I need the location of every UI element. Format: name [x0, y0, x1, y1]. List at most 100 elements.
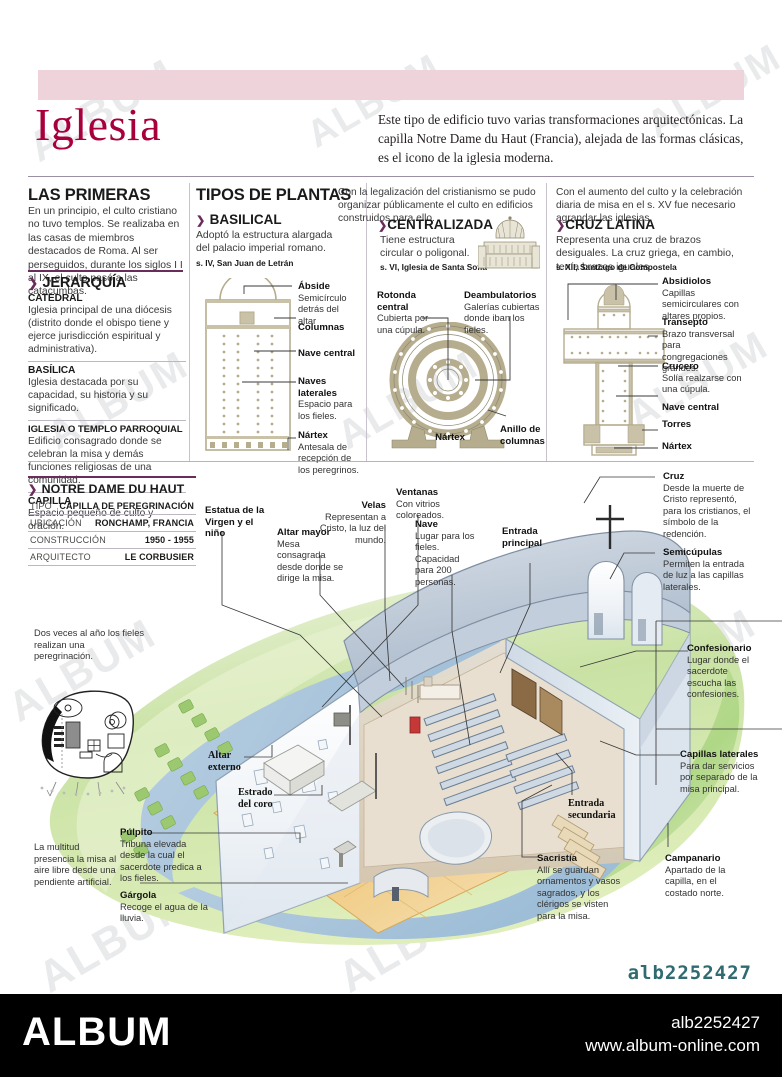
label-term: Nártex [435, 432, 465, 443]
illo-label-entrada-principal: Entrada principal [502, 526, 558, 549]
ndh-top-rule [28, 476, 196, 478]
label-def: Cubierta por una cúpula. [377, 313, 429, 335]
jerarquia-heading: JERARQUÍA [42, 275, 127, 291]
centralizada-title: CENTRALIZADA [387, 217, 493, 232]
illo-label-altar-mayor: Altar mayor Mesa consagrada desde donde … [277, 527, 347, 585]
jerarquia-list: CATEDRAL Iglesia principal de una dióces… [28, 293, 186, 533]
jerarquia-term: CAPILLA [28, 496, 72, 507]
page-title: Iglesia [35, 99, 162, 150]
note-text: La multitud presencia la misa al aire li… [34, 842, 117, 887]
illo-label-cruz: Cruz Desde la muerte de Cristo represent… [663, 471, 755, 541]
section-divider [28, 461, 754, 462]
footer-logo: ALBUM [22, 1010, 172, 1054]
ndh-value: RONCHAMP, FRANCIA [94, 518, 194, 528]
chapel-plan-thumbnail [40, 690, 134, 797]
jerarquia-item: BASÍLICA Iglesia destacada por su capaci… [28, 365, 186, 418]
label-term: Torres [662, 419, 692, 430]
basilical-caption: s. IV, San Juan de Letrán [196, 258, 294, 268]
label-term: Capillas laterales [680, 749, 759, 760]
footer-bar [0, 994, 782, 1077]
ndh-heading-row: ❯ NOTRE DAME DU HAUT [28, 480, 184, 498]
header-pink-band [38, 70, 744, 100]
jerarquia-term: IGLESIA O TEMPLO PARROQUIAL [28, 424, 183, 435]
label-def: Espacio para los fieles. [298, 399, 353, 421]
label-def: Tribuna elevada desde la cual el sacerdo… [120, 838, 202, 884]
centralizada-desc: Tiene estructura circular o poligonal. [380, 235, 470, 260]
illo-label-capillas-laterales: Capillas laterales Para dar servicios po… [680, 749, 768, 795]
table-row: TIPO CAPILLA DE PEREGRINACIÓN [28, 498, 196, 515]
label-def: Antesala de recepción de los peregrinos. [298, 441, 359, 475]
basilical-title: BASILICAL [209, 212, 282, 227]
label-def: Permiten la entrada de luz a las capilla… [663, 558, 745, 592]
column-divider [546, 183, 547, 461]
basilical-plan-diagram [205, 278, 291, 451]
ndh-note-bottom: La multitud presencia la misa al aire li… [34, 842, 120, 888]
illo-label-estrado-coro: Estrado del coro [238, 787, 284, 810]
divider [28, 492, 186, 493]
cruz-latina-caption: s. XII, Santiago de Compostela [556, 262, 677, 272]
basilical-desc: Adoptó la estructura alargada del palaci… [196, 230, 333, 255]
jerarquia-heading-row: ❯ JERARQUÍA [28, 274, 126, 292]
las-primeras-body: En un principio, el culto cristiano no t… [28, 206, 183, 298]
label-term: Transepto [662, 317, 708, 328]
illo-label-entrada-secundaria: Entrada secundaria [568, 798, 634, 821]
label-term: Nave central [298, 348, 356, 359]
image-id-code: alb2252427 [627, 962, 752, 984]
label-term: Velas [361, 500, 386, 511]
centralizada-caption: s. VI, Iglesia de Santa Sofía [380, 262, 487, 272]
illo-label-nave: Nave Lugar para los fieles. Capacidad pa… [415, 519, 477, 589]
label-term: Naves laterales [298, 376, 337, 399]
label-term: Rotonda central [377, 290, 416, 313]
cruz-latina-desc: Representa una cruz de brazos desiguales… [556, 235, 734, 273]
chevron-right-icon: ❯ [28, 276, 39, 290]
label-def: Apartado de la capilla, en el costado no… [665, 864, 726, 898]
label-def: Allí se guardan ornamentos y vasos sagra… [537, 864, 621, 921]
ndh-note-top: Dos veces al año los fieles realizan una… [34, 628, 146, 663]
cruz-latina-label-nave-central: Nave central [662, 402, 719, 414]
basilical-leader-lines [242, 285, 296, 450]
ndh-table: TIPO CAPILLA DE PEREGRINACIÓN UBICACIÓN … [28, 498, 196, 566]
cruz-latina-title-row: ❯CRUZ LATINA [556, 216, 655, 234]
label-term: Anillo de columnas [500, 424, 545, 447]
table-row: UBICACIÓN RONCHAMP, FRANCIA [28, 515, 196, 532]
note-text: Dos veces al año los fieles realizan una… [34, 628, 145, 662]
basilical-title-row: ❯ BASILICAL [196, 211, 282, 229]
santa-sofia-illustration [478, 216, 540, 269]
label-term: Entrada principal [502, 526, 542, 549]
label-def: Con vitrios coloreados. [396, 498, 445, 521]
ndh-value: 1950 - 1955 [144, 535, 194, 545]
divider [28, 361, 186, 362]
label-term: Nártex [662, 441, 692, 452]
jerarquia-def: Iglesia principal de una diócesis (distr… [28, 305, 172, 355]
chevron-right-icon: ❯ [378, 220, 388, 232]
basilical-label-nave-central: Nave central [298, 348, 355, 360]
jerarquia-def: Iglesia destacada por su capacidad, su h… [28, 377, 149, 414]
label-term: Semicúpulas [663, 547, 723, 558]
illo-label-campanario: Campanario Apartado de la capilla, en el… [665, 853, 743, 899]
label-def: Galerías cubiertas donde iban los fieles… [464, 301, 540, 335]
label-term: Ábside [298, 281, 330, 292]
label-def: Lugar donde el sacerdote escucha las con… [687, 654, 750, 700]
chevron-right-icon: ❯ [28, 484, 38, 496]
illo-label-estatua: Estatua de la Virgen y el niño [205, 505, 267, 540]
jerarquia-divider [28, 270, 183, 272]
cruz-latina-label-crucero: Crucero Solía realzarse con una cúpula. [662, 361, 744, 396]
cruz-latina-label-torres: Torres [662, 419, 691, 431]
basilical-label-nartex: Nártex Antesala de recepción de los pere… [298, 430, 360, 476]
label-term: Confesionario [687, 643, 752, 654]
table-row: ARQUITECTO LE CORBUSIER [28, 549, 196, 566]
ndh-key: ARQUITECTO [30, 552, 91, 562]
label-term: Altar mayor [277, 527, 331, 538]
label-term: Gárgola [120, 890, 157, 901]
label-def: Solía realzarse con una cúpula. [662, 372, 742, 395]
illo-label-ventanas: Ventanas Con vitrios coloreados. [396, 487, 458, 522]
cruz-latina-title: CRUZ LATINA [565, 217, 655, 232]
label-def: Para dar servicios por separado de la mi… [680, 760, 758, 794]
illo-label-velas: Velas Representan a Cristo, la luz del m… [300, 500, 386, 546]
ndh-key: CONSTRUCCIÓN [30, 535, 106, 545]
main-illustration [49, 505, 745, 945]
label-term: Nave [415, 519, 438, 530]
tipos-de-plantas-heading: TIPOS DE PLANTAS [196, 186, 352, 204]
label-term: Sacristía [537, 853, 578, 864]
